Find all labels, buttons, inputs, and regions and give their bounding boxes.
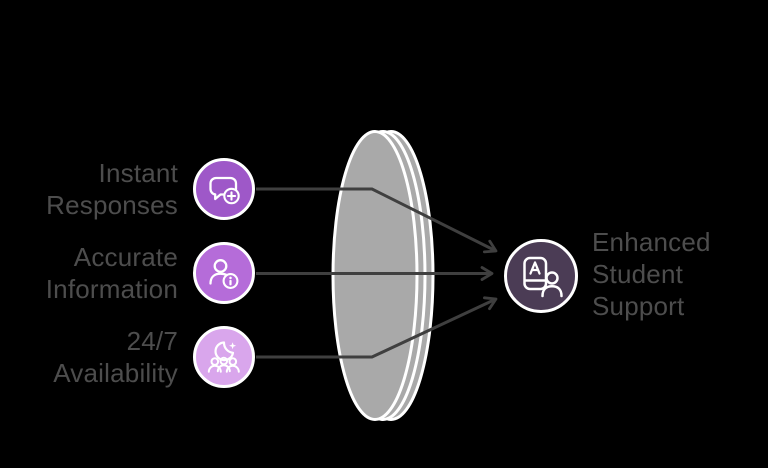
label-247-availability: 24/7 Availability: [53, 325, 178, 389]
label-line: Support: [592, 291, 685, 321]
availability-bubble: [193, 326, 255, 388]
label-line: Student: [592, 259, 684, 289]
connector-arrows: [256, 187, 498, 359]
accurate-information-bubble: [193, 242, 255, 304]
lens-front-ellipse: [331, 130, 419, 421]
instant-responses-bubble: [193, 158, 255, 220]
enhanced-support-bubble: [504, 239, 578, 313]
label-accurate-information: Accurate Information: [46, 241, 178, 305]
lens: [331, 130, 435, 421]
sparkle-icon: [229, 342, 237, 350]
document-person-icon: [523, 256, 563, 298]
label-line: Instant: [98, 158, 178, 188]
chat-add-icon: [209, 176, 240, 205]
label-instant-responses: Instant Responses: [46, 157, 178, 221]
label-line: Accurate: [73, 242, 178, 272]
person-info-icon: [209, 259, 239, 289]
label-line: Availability: [53, 358, 178, 388]
connector-arrow-247-availability: [256, 296, 498, 359]
label-enhanced-student-support: Enhanced Student Support: [592, 226, 711, 322]
label-line: Responses: [46, 190, 178, 220]
label-line: Information: [45, 274, 178, 304]
label-line: 24/7: [126, 326, 178, 356]
connector-arrow-instant-responses: [256, 187, 498, 254]
moon-group-icon: [207, 341, 240, 373]
label-line: Enhanced: [592, 227, 711, 257]
